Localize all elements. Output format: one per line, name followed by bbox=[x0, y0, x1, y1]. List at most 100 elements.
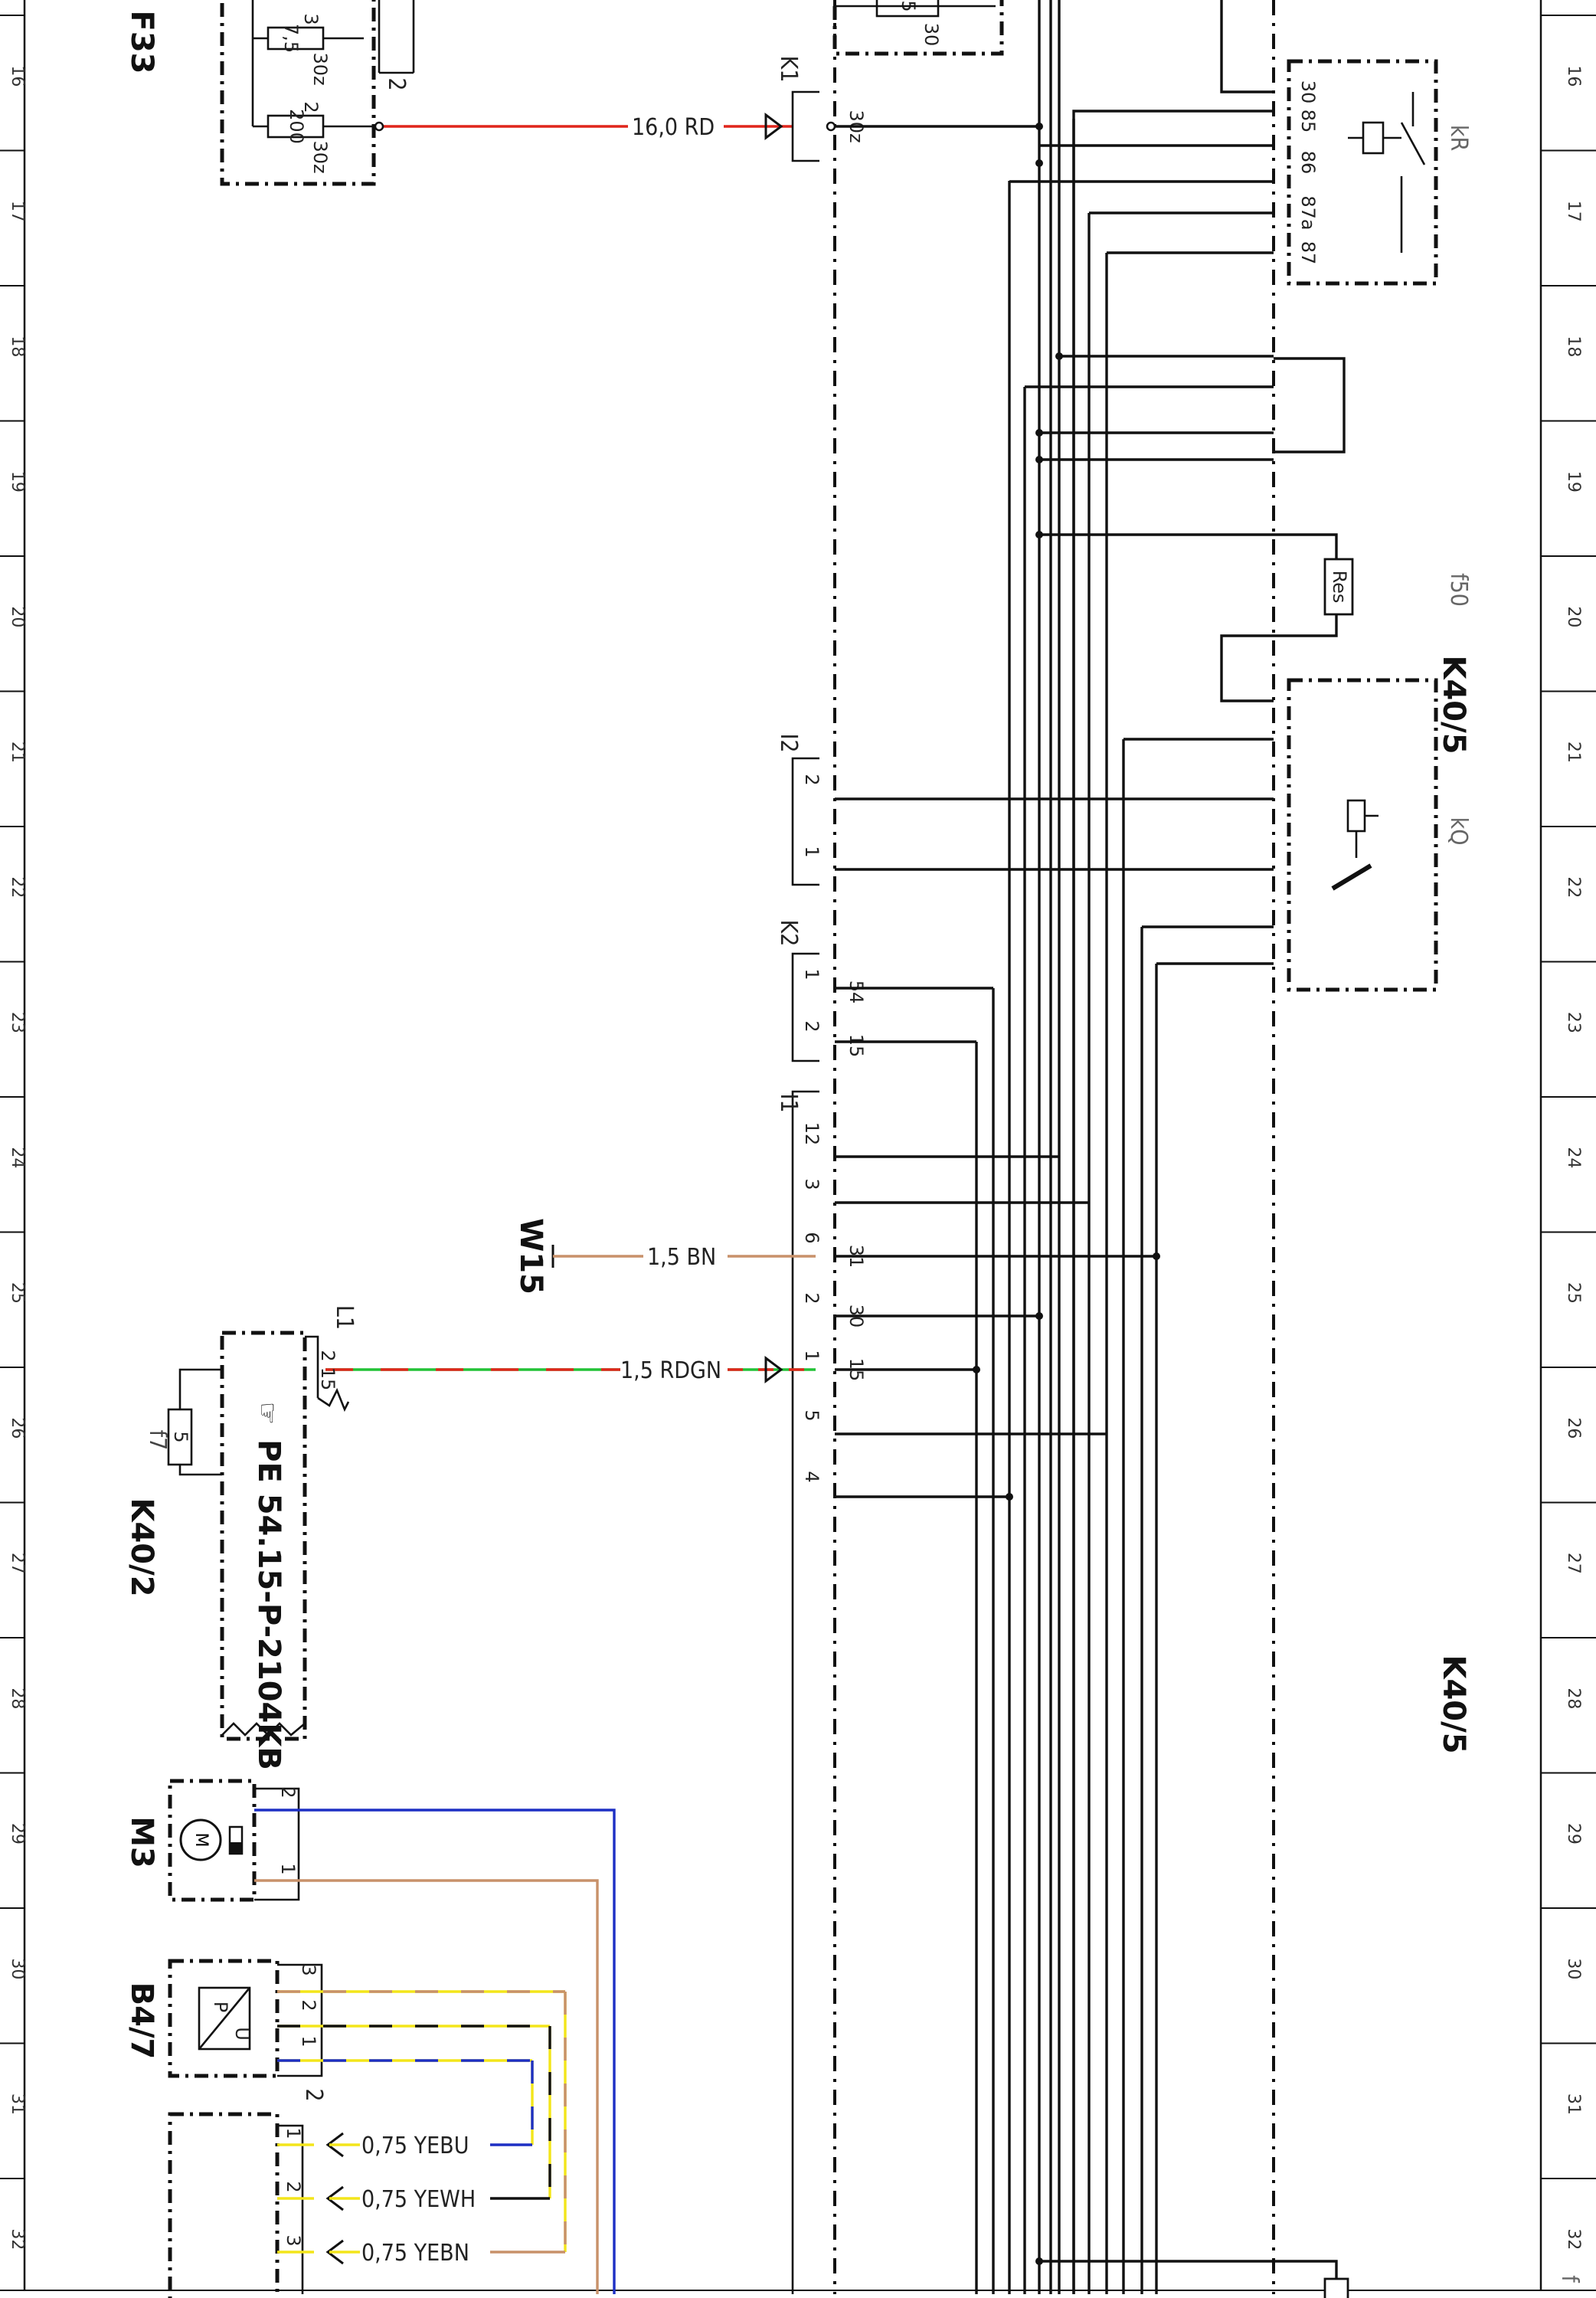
bottom-right-k40-5: K40/5 f bbox=[1039, 1655, 1583, 2298]
f33-box: 7,5 200 3 2 30z 30z 2 F33 bbox=[124, 0, 415, 186]
f33-pin2: 2 bbox=[300, 101, 322, 113]
grid-row-number: 24 bbox=[8, 1147, 27, 1168]
w15-label: W15 bbox=[513, 1218, 548, 1295]
kr-pin30: 30 bbox=[1297, 80, 1319, 104]
i1-pin4: 4 bbox=[801, 1471, 823, 1482]
l1-label: L1 bbox=[331, 1305, 358, 1330]
m3-pin2: 2 bbox=[277, 1786, 299, 1798]
conn-pin1: 1 bbox=[283, 2127, 304, 2139]
l1-pin15: 15 bbox=[317, 1367, 338, 1391]
grid-row-number: 18 bbox=[8, 336, 27, 357]
grid-row-number: 17 bbox=[1564, 201, 1583, 222]
f33-label: F33 bbox=[124, 11, 159, 74]
grid-row-number: 23 bbox=[8, 1012, 27, 1033]
wire-15bn-label: 1,5 BN bbox=[647, 1244, 716, 1271]
wire-16rd-label: 16,0 RD bbox=[632, 114, 715, 141]
f7-value: 5 bbox=[170, 1431, 191, 1442]
res-label: Res bbox=[1329, 571, 1350, 604]
grid-row-number: 29 bbox=[1564, 1823, 1583, 1845]
conn-pin2: 2 bbox=[283, 2181, 304, 2192]
k40-5-label: K40/5 bbox=[1436, 655, 1471, 754]
grid-row-number: 19 bbox=[1564, 471, 1583, 493]
kr-label: kR bbox=[1445, 125, 1472, 151]
grid-row-number: 31 bbox=[8, 2093, 27, 2115]
grid-row-number: 18 bbox=[1564, 336, 1583, 357]
grid-row-number: 32 bbox=[8, 2228, 27, 2250]
k2-connector: K2 1 54 2 15 bbox=[775, 920, 993, 1062]
f50-resistor: Res f50 bbox=[1039, 533, 1472, 637]
i2-label: I2 bbox=[775, 733, 802, 752]
b4-7-label: B4/7 bbox=[124, 1982, 159, 2060]
i1-pin6: 6 bbox=[801, 1232, 823, 1243]
f33-right-pin2: 2 bbox=[383, 77, 410, 90]
i1-pin1: 1 bbox=[801, 1350, 823, 1361]
grid-row-number: 16 bbox=[8, 65, 27, 87]
i1-label: I1 bbox=[775, 1093, 802, 1112]
grid-row-number: 30 bbox=[1564, 1958, 1583, 1979]
w15-ground: W15 1,5 BN bbox=[513, 1218, 816, 1295]
k40-2-label: K40/2 bbox=[124, 1498, 159, 1596]
k2-pin15: 15 bbox=[845, 1034, 867, 1058]
wire-16rd: 16,0 RD bbox=[374, 113, 793, 141]
top-fuse-box: 5 30 bbox=[832, 0, 1004, 56]
top-fuse-30: 30 bbox=[921, 23, 942, 47]
grid-row-number: 32 bbox=[1564, 2228, 1583, 2250]
grid-row-number: 16 bbox=[1564, 65, 1583, 87]
grid-row-number: 21 bbox=[8, 741, 27, 763]
bottom-left-connector: 1 2 3 0,75 YEBU 0,75 YEWH 0,75 YEBN bbox=[168, 2112, 565, 2298]
grid-row-number: 25 bbox=[1564, 1282, 1583, 1304]
wire-15rdgn-label: 1,5 RDGN bbox=[620, 1357, 721, 1384]
m3-label: M3 bbox=[124, 1816, 159, 1868]
grid-row-number: 23 bbox=[1564, 1012, 1583, 1033]
f50-label: f50 bbox=[1445, 573, 1472, 607]
f33-30z-b: 30z bbox=[309, 140, 331, 173]
grid-row-number: 27 bbox=[1564, 1553, 1583, 1574]
grid-row-number: 28 bbox=[1564, 1687, 1583, 1709]
b4-7-pin2: 2 bbox=[298, 1999, 319, 2011]
grid-row-number: 26 bbox=[8, 1417, 27, 1439]
conn-pin3: 3 bbox=[283, 2234, 304, 2246]
i1-pin5: 5 bbox=[801, 1409, 823, 1421]
wire-yewh-label: 0,75 YEWH bbox=[361, 2186, 476, 2213]
b4-7-u: U bbox=[231, 2027, 253, 2041]
grid-row-number: 31 bbox=[1564, 2093, 1583, 2115]
loop-row-18 bbox=[1025, 355, 1346, 461]
f33-fuse-a-label: 7,5 bbox=[280, 24, 302, 53]
kr-pin86: 86 bbox=[1297, 151, 1319, 175]
f7-fuse bbox=[167, 1408, 193, 1466]
i2-connector: I2 2 1 bbox=[775, 733, 1274, 886]
grid-row-number: 22 bbox=[1564, 876, 1583, 898]
wire-15rdgn: 1,5 RDGN bbox=[325, 1356, 816, 1384]
k2-label: K2 bbox=[775, 920, 802, 947]
f33-pin3: 3 bbox=[300, 13, 322, 25]
f33-30z-a: 30z bbox=[309, 52, 331, 85]
grid-row-number: 17 bbox=[8, 201, 27, 222]
k40-5-bottom-label: K40/5 bbox=[1436, 1655, 1471, 1753]
grid-row-number: 20 bbox=[8, 606, 27, 627]
kr-relay: 30 85 86 87a 87 kR bbox=[1009, 0, 1472, 2294]
pe-reference: PE 54.15-P-2104KB bbox=[251, 1439, 286, 1770]
hand-icon: ☞ bbox=[252, 1402, 283, 1425]
grid-row-number: 28 bbox=[8, 1687, 27, 1709]
m3-pin1: 1 bbox=[277, 1863, 299, 1874]
kr-pin87a: 87a bbox=[1297, 195, 1319, 230]
i1-pin2: 2 bbox=[801, 1292, 823, 1304]
b4-7-pin3: 3 bbox=[298, 1964, 319, 1976]
grid-row-number: 19 bbox=[8, 471, 27, 493]
b4-7-p: P bbox=[210, 2002, 231, 2012]
grid-row-number: 30 bbox=[8, 1958, 27, 1979]
connector-arrow-k1 bbox=[764, 113, 783, 140]
wire-yebu-label: 0,75 YEBU bbox=[361, 2133, 469, 2159]
grid-row-number: 21 bbox=[1564, 741, 1583, 763]
grid-row-number: 25 bbox=[8, 1282, 27, 1304]
f33-fuse-b-label: 200 bbox=[286, 109, 307, 144]
m3-motor: M M3 2 1 bbox=[124, 1779, 616, 2294]
i2-pin1: 1 bbox=[801, 846, 823, 857]
l1-pin2: 2 bbox=[317, 1350, 338, 1361]
wire-yebn-label: 0,75 YEBN bbox=[361, 2240, 469, 2267]
f33-fuse-200 bbox=[267, 114, 325, 139]
grid-row-number: 20 bbox=[1564, 606, 1583, 627]
i2-pin2: 2 bbox=[801, 774, 823, 785]
